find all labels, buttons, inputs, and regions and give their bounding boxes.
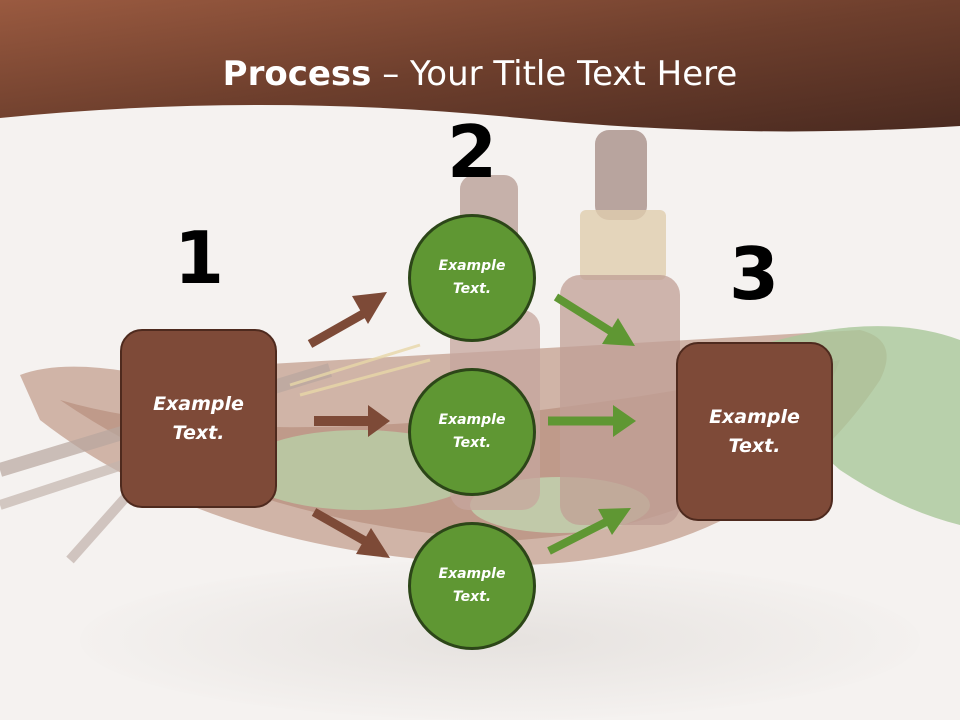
arrow-bottom-to-step3: [547, 508, 631, 555]
arrow-middle-to-step3: [548, 405, 636, 437]
step2-circle-top: Example Text.: [408, 214, 536, 342]
title-bold: Process: [222, 54, 372, 94]
step-number-2: 2: [446, 110, 498, 194]
step2-circle-top-text: Example Text.: [438, 258, 506, 297]
step3-text: Example Text.: [709, 405, 800, 457]
step3-box: Example Text.: [676, 342, 833, 521]
title-dash: –: [371, 54, 411, 94]
arrow-step1-to-middle: [314, 405, 390, 437]
step2-circle-bottom: Example Text.: [408, 522, 536, 650]
step-number-3: 3: [728, 232, 780, 316]
step2-circle-middle: Example Text.: [408, 368, 536, 496]
step2-circle-bottom-text: Example Text.: [438, 566, 506, 605]
step-number-1: 1: [173, 216, 225, 300]
step2-circle-middle-text: Example Text.: [438, 412, 506, 451]
arrow-step1-to-bottom: [311, 508, 390, 558]
title-text: Your Title Text Here: [410, 54, 738, 94]
step1-text: Example Text.: [153, 392, 244, 444]
arrow-step1-to-top: [307, 292, 387, 348]
slide-title: Process – Your Title Text Here: [0, 52, 960, 96]
arrow-top-to-step3: [553, 293, 635, 346]
step1-box: Example Text.: [120, 329, 277, 508]
